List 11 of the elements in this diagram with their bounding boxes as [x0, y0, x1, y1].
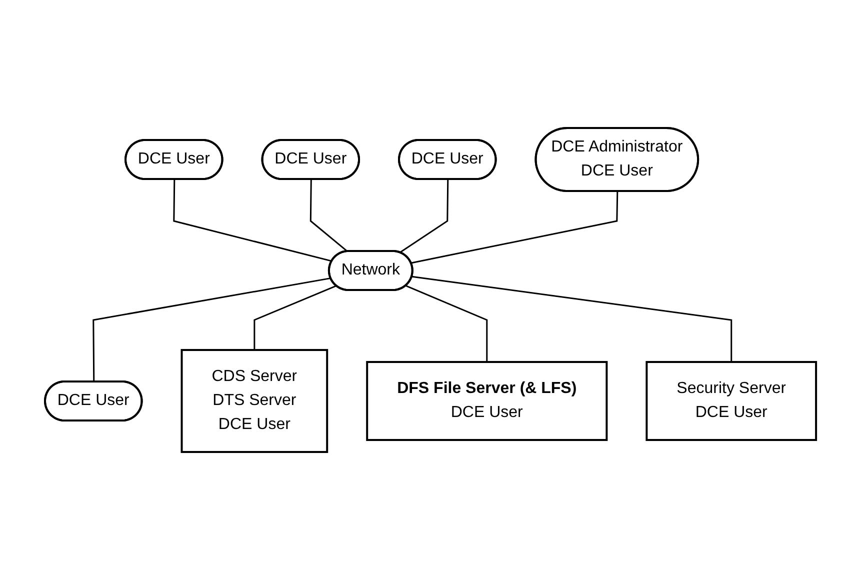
- connector: [310, 179, 349, 252]
- connector: [254, 285, 338, 350]
- connector: [93, 277, 332, 382]
- connector: [174, 179, 333, 262]
- connector: [412, 276, 733, 362]
- node-box: CDS Server DTS Server DCE User: [181, 349, 329, 453]
- connector: [400, 179, 450, 254]
- node-box: DFS File Server (& LFS) DCE User: [366, 361, 608, 441]
- connector: [411, 191, 619, 264]
- connector: [406, 285, 488, 362]
- node-box: Security Server DCE User: [646, 361, 818, 441]
